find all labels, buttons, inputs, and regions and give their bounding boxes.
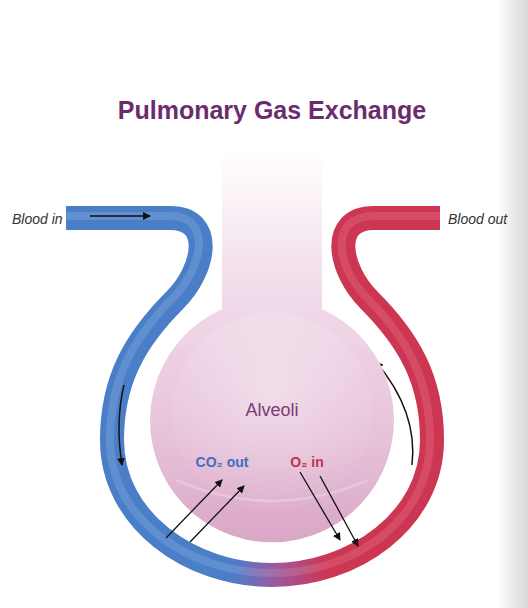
flow-arrow: [90, 215, 150, 217]
alveolus: AlveoliCO₂ out O₂ in: [150, 150, 395, 550]
gas-label: O₂ in: [290, 454, 323, 470]
page-edge-shade: [496, 0, 528, 608]
gas-label: CO₂ out: [196, 454, 249, 470]
flow-label: Blood in: [12, 211, 63, 227]
diagram-title: Pulmonary Gas Exchange: [0, 96, 528, 125]
alveolus-rim: [176, 480, 368, 501]
alveolus-outline: [150, 150, 394, 542]
alveolus-shape: [150, 150, 395, 550]
alveolus-glow: [172, 312, 372, 512]
flow-arrow: [119, 385, 124, 465]
node-label: Alveoli: [245, 400, 298, 421]
flow-label: Blood out: [448, 211, 507, 227]
